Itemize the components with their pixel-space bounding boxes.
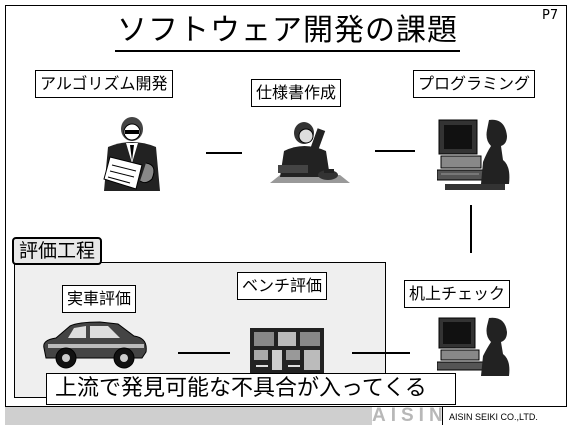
connector-algorithm-spec [206,152,242,154]
connector-programming-deskcheck [470,205,472,253]
person-at-computer-icon [437,119,510,190]
slide-title: ソフトウェア開発の課題 [115,12,460,52]
car-icon [43,321,147,369]
label-desk-check: 机上チェック [404,280,511,308]
test-bench-icon [250,328,324,374]
connector-bench-deskcheck [352,352,410,354]
label-algorithm-development: アルゴリズム開発 [35,70,173,98]
label-vehicle-evaluation: 実車評価 [62,285,137,313]
label-spec-writing: 仕様書作成 [251,79,342,107]
connector-spec-programming [375,150,415,152]
page-number: P7 [542,8,559,23]
label-bench-evaluation: ベンチ評価 [237,272,328,300]
evaluation-section-label: 評価工程 [12,237,103,265]
label-programming: プログラミング [413,70,536,98]
slide-frame [5,5,567,407]
footer-bar [5,407,372,425]
connector-vehicle-bench [178,352,230,354]
businessman-reading-icon [103,117,160,191]
aisin-logo: AISIN [372,405,448,426]
issue-banner: 上流で発見可能な不具合が入ってくる [46,373,456,405]
man-on-phone-icon [270,122,350,183]
person-at-computer-icon [437,317,510,376]
company-name: AISIN SEIKI CO.,LTD. [442,407,538,425]
